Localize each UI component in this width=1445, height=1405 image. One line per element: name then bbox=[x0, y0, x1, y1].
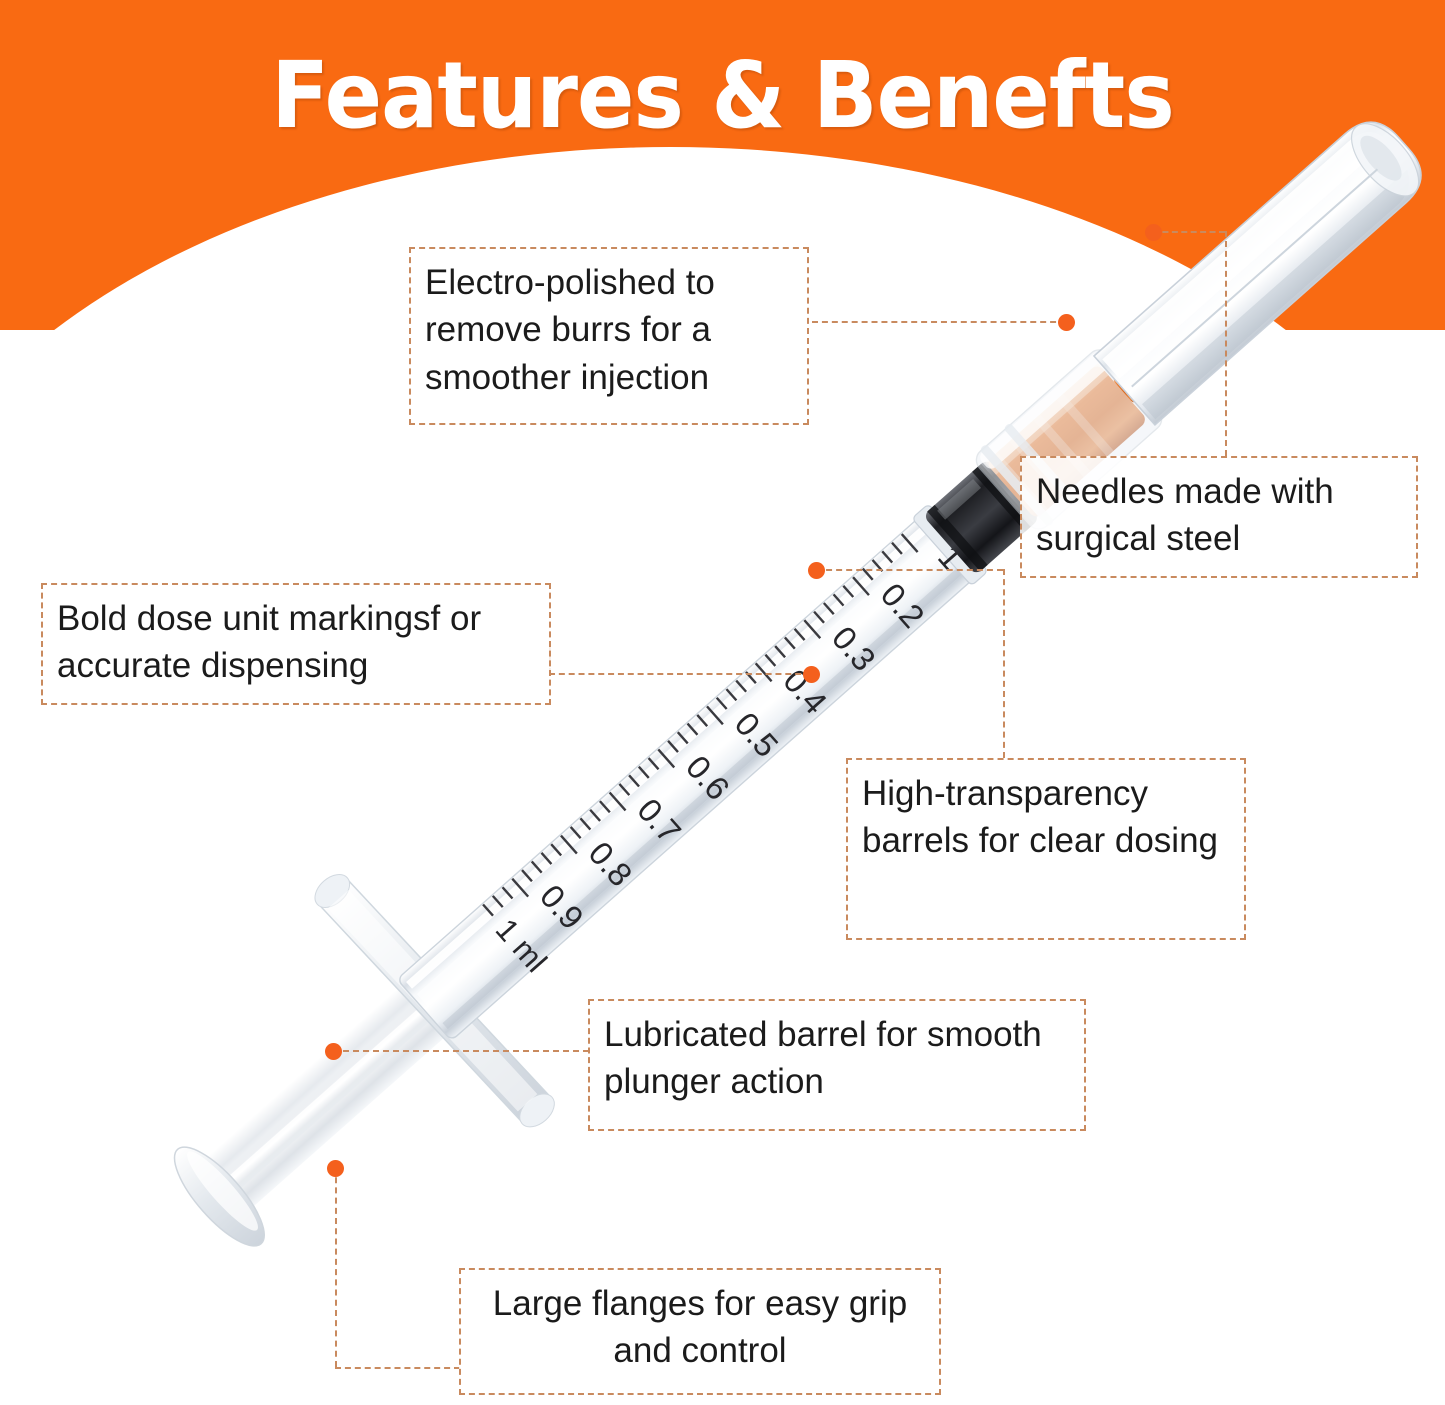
dot-dose-markings bbox=[802, 665, 820, 683]
leader-large-flanges-v bbox=[335, 1167, 337, 1367]
scale-label-06: 0.6 bbox=[679, 748, 737, 807]
scale-label-05: 0.5 bbox=[728, 705, 786, 764]
dot-surgical-steel bbox=[1144, 223, 1162, 241]
scale-label-09: 0.9 bbox=[533, 877, 591, 936]
leader-lubricated-barrel bbox=[333, 1050, 589, 1052]
page-title: Features & Benefts bbox=[271, 42, 1174, 149]
callout-dose-markings: Bold dose unit markingsf or accurate dis… bbox=[41, 583, 551, 705]
callout-surgical-steel: Needles made with surgical steel bbox=[1020, 456, 1418, 578]
leader-electro-polished bbox=[812, 321, 1066, 323]
scale-label-07: 0.7 bbox=[630, 791, 688, 850]
thumb-pad bbox=[173, 1146, 266, 1247]
leader-high-transparency-v bbox=[1003, 569, 1005, 758]
leader-dose-markings-h bbox=[549, 673, 811, 675]
callout-lubricated-barrel: Lubricated barrel for smooth plunger act… bbox=[588, 999, 1086, 1131]
dot-lubricated-barrel bbox=[324, 1042, 342, 1060]
leader-high-transparency-h bbox=[816, 569, 1003, 571]
dot-large-flanges bbox=[326, 1159, 344, 1177]
plunger-rod bbox=[199, 971, 462, 1214]
callout-electro-polished: Electro-polished to remove burrs for a s… bbox=[409, 247, 809, 425]
scale-label-1ml: 1 ml bbox=[489, 912, 554, 979]
dot-electro-polished bbox=[1057, 313, 1075, 331]
dot-high-transparency bbox=[807, 561, 825, 579]
leader-large-flanges-h bbox=[335, 1367, 460, 1369]
scale-label-03: 0.3 bbox=[825, 619, 883, 678]
callout-high-transparency: High-transparency barrels for clear dosi… bbox=[846, 758, 1246, 940]
scale-label-02: 0.2 bbox=[874, 576, 932, 635]
leader-surgical-steel-v bbox=[1225, 231, 1227, 456]
callout-large-flanges: Large flanges for easy grip and control bbox=[459, 1268, 941, 1395]
flange bbox=[314, 874, 555, 1128]
leader-surgical-steel-h bbox=[1153, 231, 1225, 233]
scale-label-08: 0.8 bbox=[582, 834, 640, 893]
